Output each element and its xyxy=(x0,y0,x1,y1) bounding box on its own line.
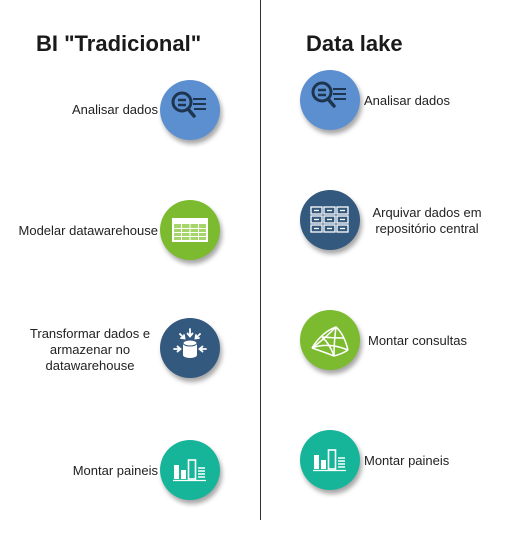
table-grid-icon xyxy=(160,200,220,260)
right-step-1-label: Analisar dados xyxy=(364,93,450,108)
left-step-3-label: Transformar dados e armazenar no datawar… xyxy=(29,326,151,373)
left-step-2-label: Modelar datawarehouse xyxy=(18,223,158,238)
network-mesh-icon xyxy=(300,310,360,370)
analyze-icon xyxy=(300,70,360,130)
right-step-2-label: Arquivar dados em repositório central xyxy=(372,205,482,236)
right-step-3-label: Montar consultas xyxy=(368,333,467,348)
dashboard-icon xyxy=(300,430,360,490)
title-bi-tradicional: BI "Tradicional" xyxy=(36,31,202,56)
analyze-icon xyxy=(160,80,220,140)
dashboard-icon xyxy=(160,440,220,500)
title-data-lake: Data lake xyxy=(306,31,403,56)
right-step-4-label: Montar paineis xyxy=(364,453,450,468)
left-step-1-label: Analisar dados xyxy=(72,102,158,117)
column-divider xyxy=(260,0,261,520)
storage-grid-icon xyxy=(300,190,360,250)
left-step-4-label: Montar paineis xyxy=(72,463,158,478)
database-ingest-icon xyxy=(160,318,220,378)
